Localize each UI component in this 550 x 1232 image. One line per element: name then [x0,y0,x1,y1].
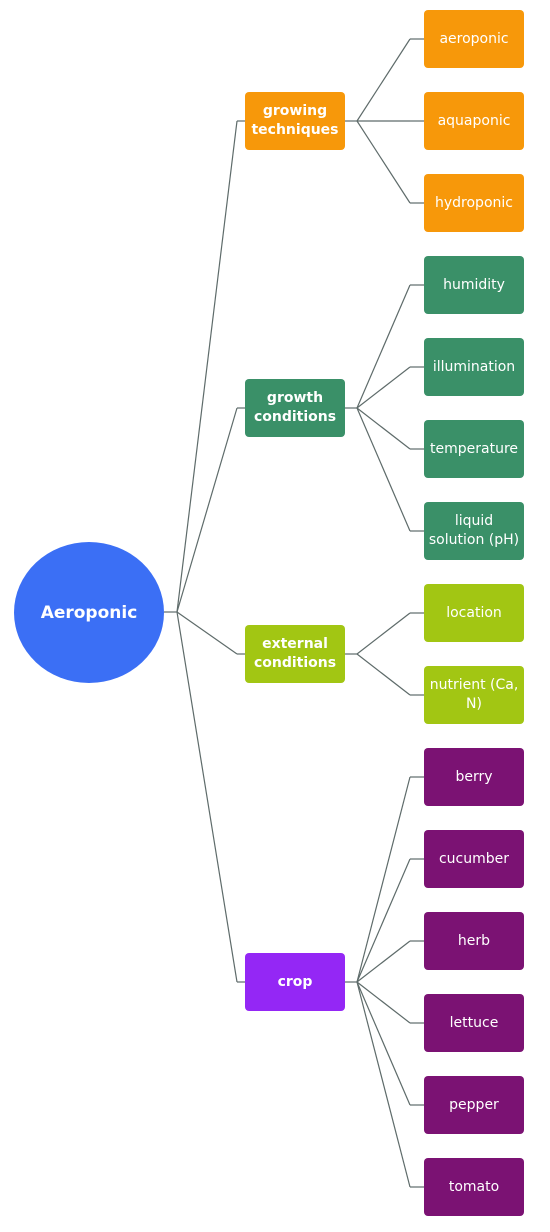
leaf-node: cucumber [424,830,524,888]
category-node: crop [245,953,345,1011]
leaf-node: hydroponic [424,174,524,232]
leaf-node: location [424,584,524,642]
leaf-link [356,407,411,450]
leaf-node: aquaponic [424,92,524,150]
leaf-link [356,776,411,983]
leaf-link [356,407,411,532]
leaf-link [356,120,411,204]
category-node: growing techniques [245,92,345,150]
leaf-node: lettuce [424,994,524,1052]
category-node: growth conditions [245,379,345,437]
category-link [176,407,238,613]
leaf-node: nutrient (Ca, N) [424,666,524,724]
leaf-node: humidity [424,256,524,314]
category-link [176,611,238,655]
leaf-link [356,612,411,655]
leaf-link [356,366,411,409]
leaf-node: illumination [424,338,524,396]
leaf-link [356,981,411,1188]
leaf-link [356,284,411,409]
leaf-link [356,940,411,983]
leaf-node: liquid solution (pH) [424,502,524,560]
leaf-node: temperature [424,420,524,478]
leaf-link [356,38,411,122]
category-node: external conditions [245,625,345,683]
category-link [176,611,238,983]
leaf-node: herb [424,912,524,970]
leaf-node: pepper [424,1076,524,1134]
category-link [176,120,238,613]
leaf-link [356,858,411,983]
leaf-node: berry [424,748,524,806]
leaf-link [356,653,411,696]
leaf-link [356,981,411,1024]
leaf-node: aeroponic [424,10,524,68]
root-node: Aeroponic [14,542,164,683]
leaf-link [356,981,411,1106]
leaf-node: tomato [424,1158,524,1216]
